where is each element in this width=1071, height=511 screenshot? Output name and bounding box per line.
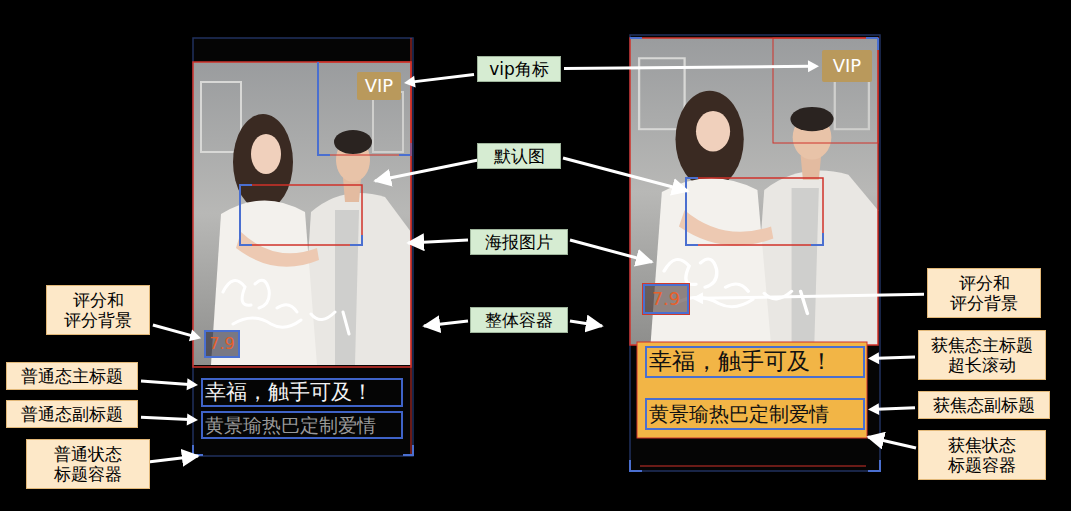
illustration-shape [408, 240, 468, 243]
illustration-shape [318, 62, 411, 155]
label-text: 7.9 [652, 288, 681, 310]
callout-arrow [153, 325, 201, 341]
callout-arrow [564, 60, 819, 72]
illustration-shape [570, 321, 602, 326]
callout-label: 评分和 评分背景 [46, 285, 150, 335]
arrow-line [877, 408, 915, 409]
callout-arrow [404, 74, 474, 87]
callout-label: 获焦态副标题 [918, 391, 1050, 419]
callout-arrow [868, 403, 915, 415]
illustration-shape [630, 38, 878, 345]
label-text: 评分和 评分背景 [932, 273, 1036, 314]
label-text: 评分和 评分背景 [51, 290, 145, 331]
illustration-shape [570, 240, 652, 262]
vip-badge: VIP [357, 72, 401, 100]
illustration-shape [148, 456, 198, 462]
part-label: vip角标 [477, 56, 561, 82]
part-label: 默认图 [477, 143, 561, 169]
arrow-head [692, 292, 703, 304]
illustration-shape [193, 38, 413, 456]
arrow-line [141, 381, 189, 384]
label-text: 7.9 [209, 334, 234, 353]
right-card [630, 35, 880, 471]
arrow-head [808, 60, 819, 72]
arrow-head [404, 76, 416, 88]
illustration-shape [630, 35, 880, 471]
callout-arrow [141, 414, 198, 426]
illustration-shape [411, 38, 412, 455]
label-text: 海报图片 [485, 232, 553, 252]
illustration-shape [375, 158, 488, 181]
callout-label: 普通态副标题 [6, 400, 138, 428]
label-text: VIP [833, 55, 861, 77]
label-text: VIP [365, 75, 393, 97]
callout-arrow [692, 292, 924, 304]
label-text: 获焦态副标题 [933, 395, 1035, 415]
arrow-head [868, 352, 879, 364]
illustration-shape [193, 62, 411, 367]
illustration-shape [686, 178, 823, 245]
arrow-line [153, 325, 193, 336]
label-text: 整体容器 [485, 310, 553, 330]
main-title: 幸福，触手可及！ [201, 378, 403, 407]
illustration-shape [868, 437, 916, 448]
illustration-shape [193, 62, 411, 365]
label-text: 获焦状态 标题容器 [923, 435, 1041, 476]
arrow-line [141, 417, 189, 419]
score-badge: 7.9 [643, 284, 689, 314]
label-text: 幸福，触手可及！ [649, 348, 833, 376]
arrow-line [413, 74, 474, 81]
arrow-head [868, 403, 879, 415]
label-text: 普通态副标题 [21, 404, 123, 424]
label-text: vip角标 [489, 59, 549, 79]
leader-lines [148, 158, 916, 462]
illustration-shape [630, 38, 878, 50]
callout-label: 获焦状态 标题容器 [918, 430, 1046, 480]
illustration-shape [563, 158, 688, 191]
callout-label: 获焦态主标题 超长滚动 [918, 330, 1046, 380]
arrow-line [564, 66, 810, 68]
callout-label: 评分和 评分背景 [927, 268, 1041, 318]
illustration-shape [193, 445, 413, 455]
part-label: 海报图片 [470, 229, 568, 255]
vip-badge: VIP [822, 50, 872, 82]
arrow-line [877, 357, 915, 358]
left-card [193, 38, 413, 456]
label-text: 普通态主标题 [21, 366, 123, 386]
label-text: 黄景瑜热巴定制爱情 [649, 402, 829, 426]
illustration-shape [640, 466, 866, 467]
illustration-shape [773, 38, 878, 143]
arrow-line [701, 294, 924, 298]
callout-label: 普通态主标题 [6, 362, 138, 390]
sub-title: 黄景瑜热巴定制爱情 [645, 398, 865, 430]
label-text: 默认图 [494, 146, 545, 166]
arrow-head [187, 378, 198, 390]
illustration-shape [630, 460, 880, 471]
label-text: 幸福，触手可及！ [205, 380, 373, 405]
label-text: 获焦态主标题 超长滚动 [923, 335, 1041, 376]
label-text: 黄景瑜热巴定制爱情 [205, 414, 376, 437]
illustration-shape [630, 38, 878, 345]
illustration-shape [240, 185, 362, 245]
sub-title: 黄景瑜热巴定制爱情 [201, 411, 403, 439]
score-badge: 7.9 [204, 330, 240, 358]
callout-arrow [141, 378, 198, 390]
callout-label: 普通状态 标题容器 [26, 439, 150, 489]
illustration-shape [686, 178, 823, 245]
illustration-shape [318, 62, 411, 155]
illustration-shape [240, 185, 362, 245]
arrow-head [189, 330, 201, 342]
part-label: 整体容器 [470, 307, 568, 333]
illustration-shape [424, 321, 468, 326]
label-text: 普通状态 标题容器 [31, 444, 145, 485]
callout-arrow [868, 352, 915, 364]
arrow-head [187, 414, 198, 426]
illustration-shape [637, 342, 867, 438]
main-title: 幸福，触手可及！ [645, 346, 865, 378]
